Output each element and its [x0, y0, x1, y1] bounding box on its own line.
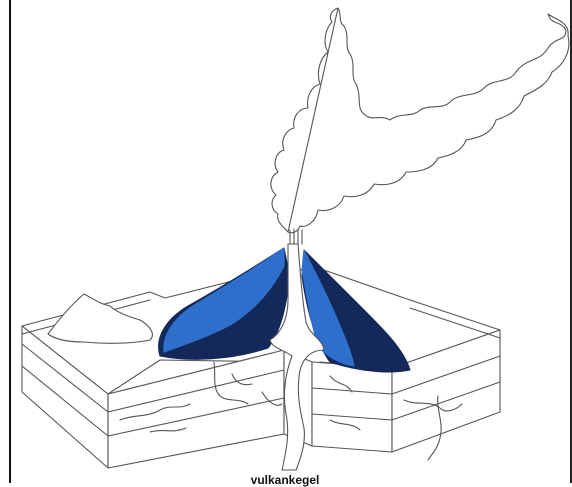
eruption-cloud — [271, 8, 569, 233]
diagram-caption: vulkankegel — [150, 473, 420, 487]
block-front-face-right — [312, 362, 392, 452]
